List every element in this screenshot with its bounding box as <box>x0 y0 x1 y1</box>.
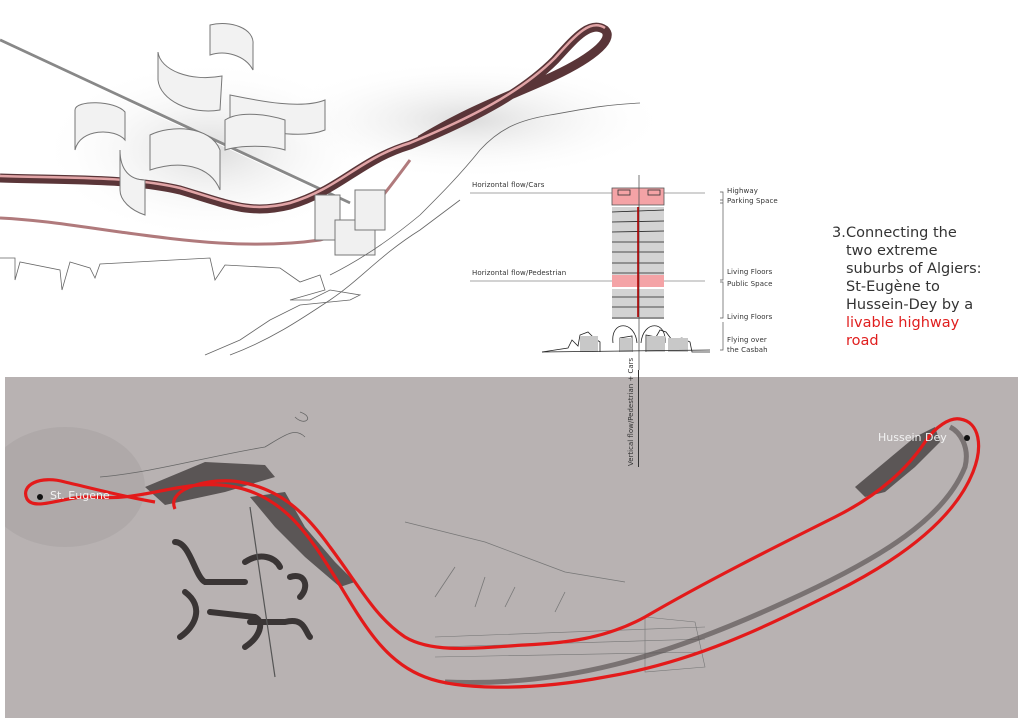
caption-line: two extreme <box>846 243 938 259</box>
caption-highlight: road <box>846 333 879 349</box>
label-the-casbah: the Casbah <box>727 346 768 354</box>
caption-line: Connecting the <box>846 225 957 241</box>
arch <box>612 325 638 344</box>
caption-highlight: livable highway <box>846 315 960 331</box>
car-icon <box>647 189 661 196</box>
map-serpentine-blocks <box>172 539 313 650</box>
caption-line: Hussein-Dey by a <box>846 297 974 313</box>
coast-shadow <box>444 424 969 686</box>
label-vertical-flow: Vertical flow/Pedestrian + Cars <box>627 357 635 466</box>
st-eugene-marker <box>37 494 43 500</box>
map-jetties <box>404 521 626 613</box>
map-label-st-eugene: St. Eugene <box>50 489 110 502</box>
label-living-floors-upper: Living Floors <box>727 268 773 276</box>
coastline <box>329 102 641 276</box>
ground-line <box>541 349 711 353</box>
caption-line: St-Eugène to <box>846 279 940 295</box>
highway-ribbon <box>0 22 612 214</box>
coastline <box>0 257 362 356</box>
label-flying-over: Flying over <box>727 336 767 344</box>
section-diagram <box>470 175 724 370</box>
car-icon <box>617 189 631 196</box>
label-parking-space: Parking Space <box>727 197 778 205</box>
label-horizontal-flow-pedestrian: Horizontal flow/Pedestrian <box>472 269 567 277</box>
viaduct-line <box>0 38 351 205</box>
map-coastline <box>99 411 309 478</box>
caption-body: Connecting the two extreme suburbs of Al… <box>846 224 1016 350</box>
livable-highway-route <box>24 417 981 689</box>
coastline <box>229 199 461 356</box>
highway-band <box>611 187 665 206</box>
vertical-flow-line <box>638 370 639 467</box>
hussein-dey-marker <box>964 435 970 441</box>
viaduct-axis <box>249 506 276 678</box>
caption-number: 3. <box>832 225 846 241</box>
map-label-hussein-dey: Hussein Dey <box>878 431 947 444</box>
caption-line: suburbs of Algiers: <box>846 261 982 277</box>
historical-plan-map: St. Eugene Hussein Dey <box>5 377 1018 718</box>
bracket <box>720 191 724 351</box>
label-public-space: Public Space <box>727 280 773 288</box>
label-living-floors-lower: Living Floors <box>727 313 773 321</box>
label-highway: Highway <box>727 187 758 195</box>
axonometric-render <box>0 22 670 356</box>
map-drawing <box>5 377 1018 718</box>
serpentine-blocks <box>74 23 326 216</box>
small-blocks <box>314 189 386 256</box>
casbah-buildings <box>580 336 688 352</box>
label-horizontal-flow-cars: Horizontal flow/Cars <box>472 181 545 189</box>
viaduct-line <box>0 41 351 206</box>
